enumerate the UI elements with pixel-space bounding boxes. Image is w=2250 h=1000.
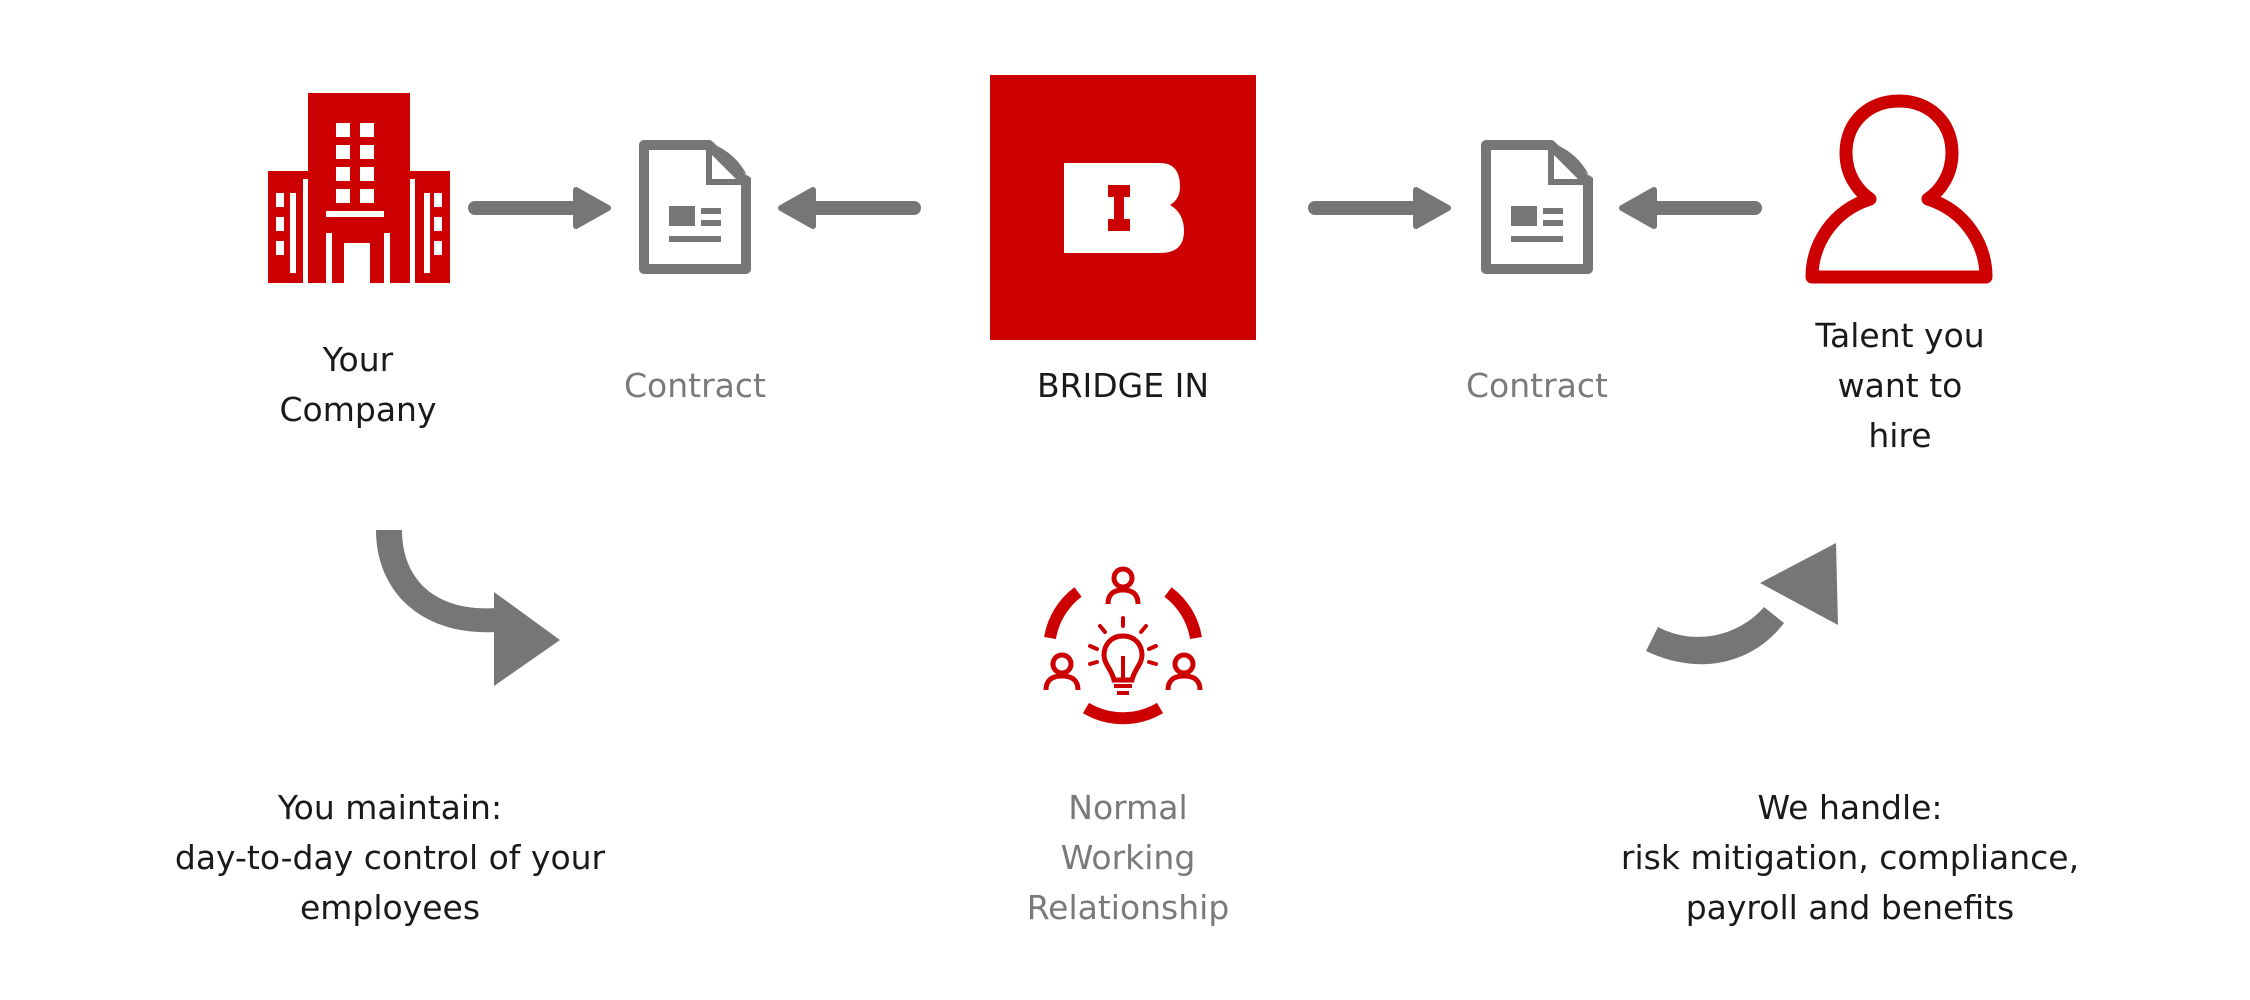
bridge-in-logo [990, 75, 1256, 340]
document-icon [1481, 140, 1593, 274]
arrow-right-icon [1308, 186, 1452, 230]
building-icon [268, 93, 450, 283]
curved-arrow-up-right-icon [1646, 543, 1842, 669]
arrow-left-icon [1618, 186, 1762, 230]
document-icon [639, 140, 751, 274]
contract-left-label: Contract [624, 366, 766, 405]
curved-arrow-down-right-icon [372, 530, 564, 686]
person-icon [1804, 93, 1994, 285]
maintain-text: You maintain: day-to-day control of your… [174, 788, 606, 927]
arrow-left-icon [777, 186, 921, 230]
arrow-right-icon [468, 186, 612, 230]
team-idea-icon [1038, 560, 1208, 732]
talent-label: Talent you want to hire [1815, 316, 1985, 455]
handle-text: We handle: risk mitigation, compliance, … [1620, 788, 2080, 927]
contract-right-label: Contract [1466, 366, 1608, 405]
relationship-text: Normal Working Relationship [1026, 788, 1230, 927]
bridge-in-label: BRIDGE IN [1036, 366, 1210, 405]
company-label: Your Company [279, 340, 437, 429]
